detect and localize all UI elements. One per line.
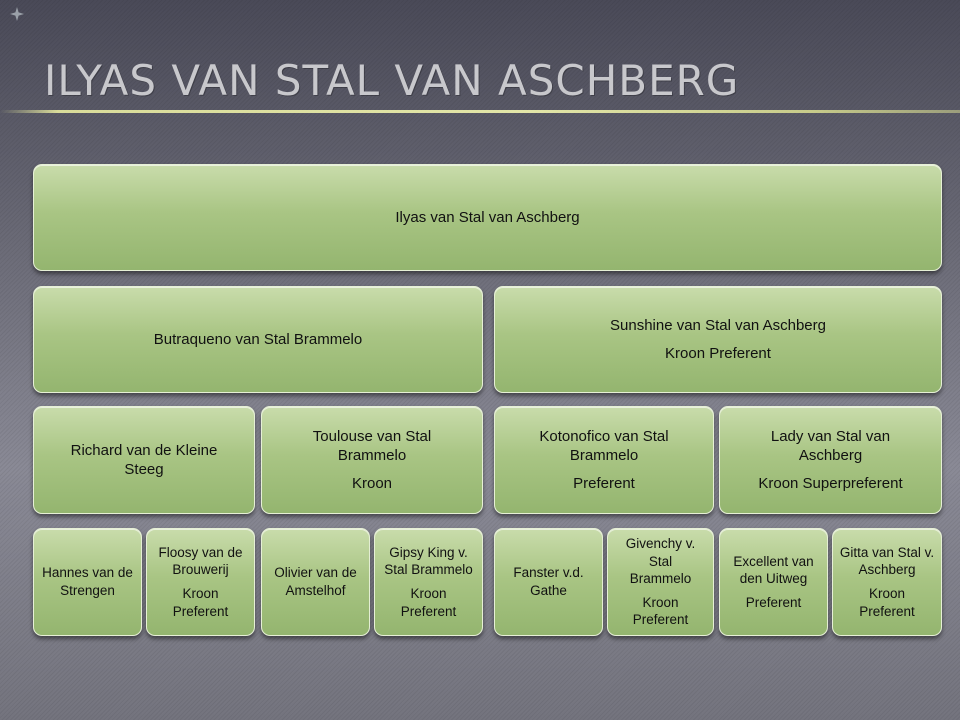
node-award: Preferent	[745, 594, 802, 610]
node-name: Givenchy v. Stal Brammelo	[625, 536, 696, 587]
node-award: Kroon Preferent	[665, 344, 771, 362]
node-award: Preferent	[573, 474, 635, 492]
node-award: Kroon Preferent	[859, 586, 915, 619]
node-name: Toulouse van Stal Brammelo	[312, 427, 432, 465]
node-name: Hannes van de Strengen	[42, 565, 133, 598]
pedigree-node-dam-dam: Lady van Stal van Aschberg Kroon Superpr…	[719, 406, 942, 514]
node-name: Sunshine van Stal van Aschberg	[610, 317, 826, 334]
node-name: Floosy van de Brouwerij	[158, 544, 243, 578]
pedigree-node-sire: Butraqueno van Stal Brammelo	[33, 286, 483, 393]
pedigree-node-g3-5: Fanster v.d. Gathe	[494, 528, 603, 636]
node-award: Kroon Preferent	[632, 594, 689, 628]
pedigree-node-g3-7: Excellent van den Uitweg Preferent	[719, 528, 828, 636]
node-name: Butraqueno van Stal Brammelo	[153, 330, 363, 348]
pedigree-node-g3-3: Olivier van de Amstelhof	[261, 528, 370, 636]
node-name: Lady van Stal van Aschberg	[770, 427, 891, 465]
node-name: Fanster v.d. Gathe	[513, 565, 584, 598]
node-name: Kotonofico van Stal Brammelo	[539, 427, 669, 465]
pedigree-node-subject: Ilyas van Stal van Aschberg	[33, 164, 942, 271]
pedigree-node-g3-8: Gitta van Stal v. Aschberg Kroon Prefere…	[832, 528, 942, 636]
slide-title: ILYAS VAN STAL VAN ASCHBERG	[44, 56, 740, 105]
pedigree-node-sire-dam: Toulouse van Stal Brammelo Kroon	[261, 406, 483, 514]
pedigree-node-g3-6: Givenchy v. Stal Brammelo Kroon Preferen…	[607, 528, 714, 636]
node-award: Kroon Superpreferent	[758, 474, 903, 492]
node-award: Kroon Preferent	[172, 586, 229, 619]
pedigree-node-dam: Sunshine van Stal van Aschberg Kroon Pre…	[494, 286, 942, 393]
pedigree-node-g3-2: Floosy van de Brouwerij Kroon Preferent	[146, 528, 255, 636]
node-name: Gitta van Stal v. Aschberg	[839, 544, 935, 578]
node-name: Ilyas van Stal van Aschberg	[395, 208, 580, 226]
pedigree-node-g3-4: Gipsy King v. Stal Brammelo Kroon Prefer…	[374, 528, 483, 636]
node-name: Gipsy King v. Stal Brammelo	[384, 544, 473, 578]
star-bullet-icon	[10, 7, 24, 21]
node-award: Kroon	[351, 474, 393, 492]
pedigree-node-dam-sire: Kotonofico van Stal Brammelo Preferent	[494, 406, 714, 514]
node-name: Olivier van de Amstelhof	[274, 565, 357, 598]
title-underline	[0, 110, 960, 113]
node-name: Richard van de Kleine Steeg	[70, 441, 218, 479]
pedigree-node-g3-1: Hannes van de Strengen	[33, 528, 142, 636]
node-name: Excellent van den Uitweg	[733, 553, 814, 587]
pedigree-node-sire-sire: Richard van de Kleine Steeg	[33, 406, 255, 514]
node-award: Kroon Preferent	[400, 586, 457, 619]
